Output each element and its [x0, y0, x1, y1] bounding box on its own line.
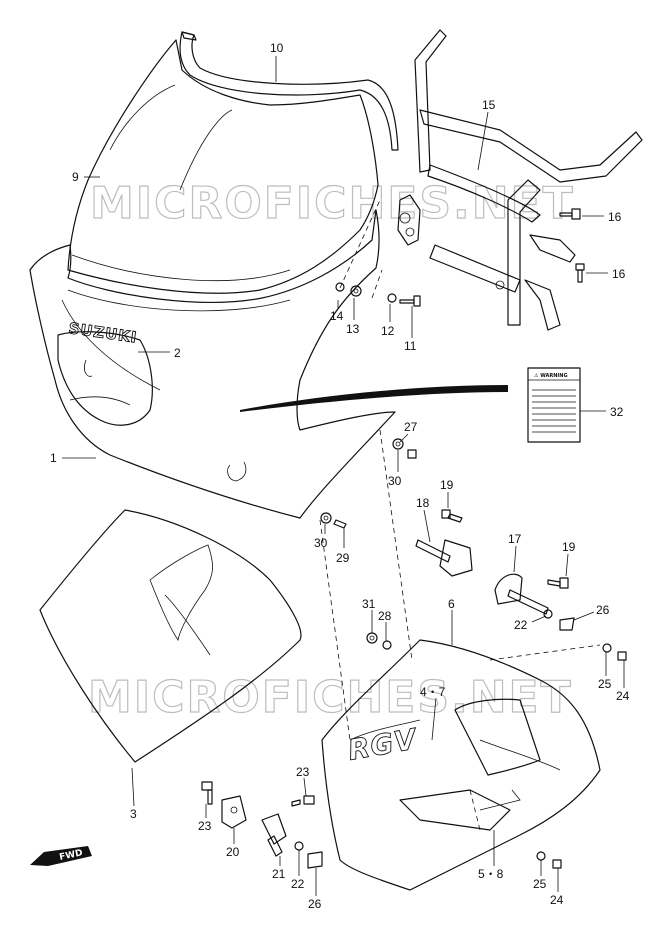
callout-6: 6	[448, 597, 455, 611]
callout-30-upper: 30	[388, 474, 402, 488]
bolt-19-upper	[441, 509, 463, 523]
callout-23-right: 23	[296, 765, 310, 779]
forward-direction-arrow	[30, 846, 92, 866]
callout-11: 11	[404, 339, 417, 353]
callout-10: 10	[270, 41, 284, 55]
mount-18	[415, 539, 473, 577]
callout-9: 9	[72, 170, 79, 184]
callout-29: 29	[336, 551, 350, 565]
callout-18: 18	[416, 496, 430, 510]
grommet-26-bottom	[307, 851, 323, 869]
grommets-22-26	[543, 609, 575, 631]
callout-2: 2	[174, 346, 181, 360]
mount-17	[494, 573, 549, 615]
windscreen-trim	[179, 31, 399, 151]
warning-label-title: ⚠ WARNING	[534, 373, 568, 379]
warning-label	[527, 367, 581, 443]
callout-1: 1	[50, 451, 57, 465]
assembly-line-1	[379, 429, 413, 661]
bolt-16-upper	[559, 208, 581, 220]
callout-17: 17	[508, 532, 522, 546]
callout-22-bottom: 22	[291, 877, 305, 891]
fasteners-25-24-right	[602, 643, 627, 661]
clip-21	[261, 813, 287, 857]
callout-16-lower: 16	[612, 267, 626, 281]
callout-22-right: 22	[514, 618, 528, 632]
cowling-bracket	[397, 29, 643, 331]
callout-3: 3	[130, 807, 137, 821]
assembly-line-4	[489, 644, 601, 661]
callout-20: 20	[226, 845, 240, 859]
callout-32: 32	[610, 405, 624, 419]
callout-4-7: 4・7	[420, 685, 446, 699]
callout-12: 12	[381, 324, 395, 338]
callout-15: 15	[482, 98, 496, 112]
bolt-16-lower	[575, 263, 585, 283]
callout-23-left: 23	[198, 819, 212, 833]
callout-21: 21	[272, 867, 286, 881]
rgv-decal: RGV	[345, 722, 420, 767]
callout-24-right: 24	[616, 689, 630, 703]
bolt-23-right	[291, 795, 315, 807]
fasteners-31-28	[366, 632, 392, 650]
callout-14: 14	[330, 309, 344, 323]
callout-5-8: 5・8	[478, 867, 504, 881]
assembly-line-3	[469, 789, 481, 831]
inner-panel	[39, 509, 302, 763]
windscreen	[67, 39, 379, 294]
cowling-fasteners	[335, 199, 421, 307]
watermark-bottom: MICROFICHES.NET	[88, 672, 573, 723]
callout-16-upper: 16	[608, 210, 622, 224]
callout-25-right: 25	[598, 677, 612, 691]
assembly-line-2	[319, 519, 351, 741]
watermark-top: MICROFICHES.NET	[90, 178, 575, 229]
callout-19-lower: 19	[562, 540, 576, 554]
fasteners-27-30	[320, 438, 417, 529]
callout-26-bottom: 26	[308, 897, 322, 911]
bolt-23-left	[201, 781, 213, 805]
callout-28: 28	[378, 609, 392, 623]
washer-22-bottom	[294, 841, 304, 851]
fwd-label: FWD	[59, 848, 84, 863]
suzuki-logo: SUZUKI	[67, 319, 138, 346]
callout-26-right: 26	[596, 603, 610, 617]
callout-13: 13	[346, 322, 360, 336]
callout-30-lower: 30	[314, 536, 328, 550]
cowling-stripe-decal	[240, 385, 508, 412]
callout-19-upper: 19	[440, 478, 454, 492]
callout-27: 27	[404, 420, 418, 434]
callout-24-bottom: 24	[550, 893, 564, 907]
bolt-19-lower	[547, 577, 569, 589]
upper-cowling	[29, 209, 396, 519]
callout-31: 31	[362, 597, 376, 611]
lower-fairing	[321, 639, 601, 891]
clip-20	[221, 795, 247, 829]
callout-25-bottom: 25	[533, 877, 547, 891]
leader-lines	[62, 56, 625, 896]
